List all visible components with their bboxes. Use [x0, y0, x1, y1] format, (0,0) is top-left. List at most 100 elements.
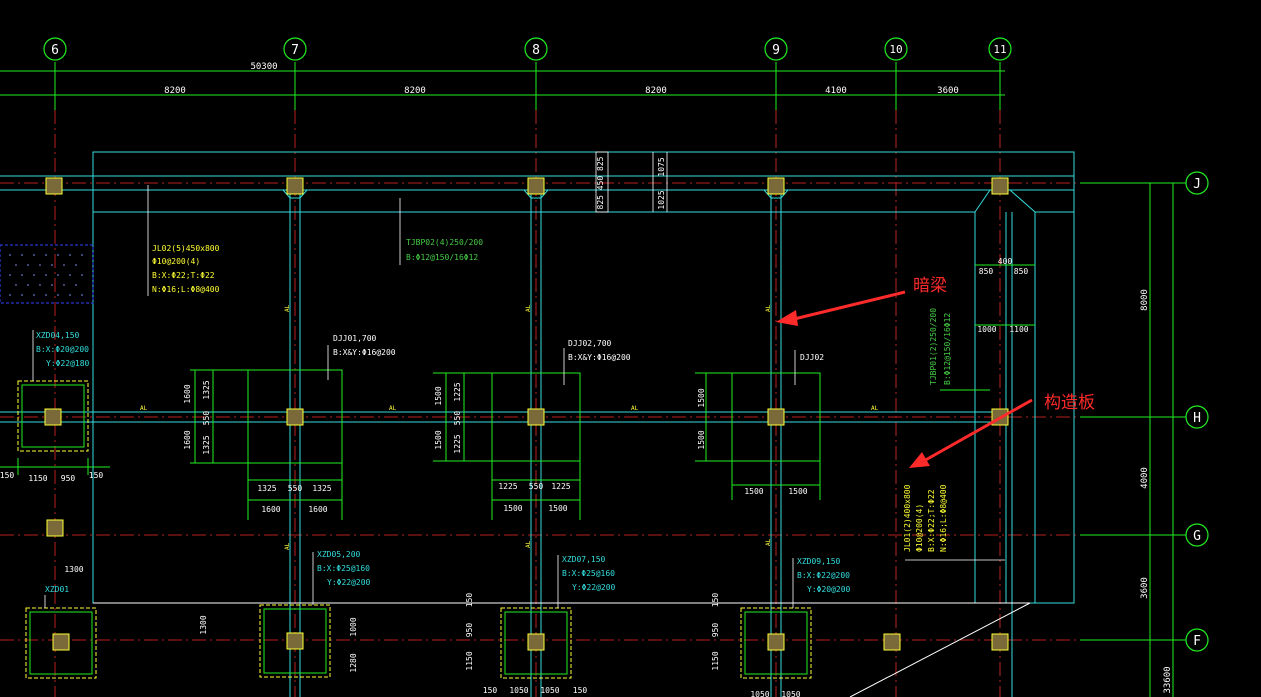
right-overall-dim: 33600 — [1163, 666, 1173, 693]
footing-label-dj02[interactable]: DJJ02,700 B:X&Y:Φ16@200 — [568, 339, 631, 362]
svg-text:1500: 1500 — [697, 430, 706, 449]
svg-text:1000: 1000 — [349, 617, 358, 636]
axis-label-8: 8 — [532, 43, 540, 58]
footings — [247, 369, 821, 464]
right-detail-texts: 400 850 850 1000 1100 — [977, 257, 1028, 334]
slab-label-tjbp02[interactable]: TJBP02(4)250/200 B:Φ12@150/16Φ12 — [406, 238, 483, 262]
svg-text:DJJ02: DJJ02 — [800, 353, 824, 362]
svg-text:AL: AL — [389, 405, 397, 412]
axis-bubble-11[interactable] — [988, 37, 1012, 61]
svg-text:AL: AL — [284, 304, 291, 312]
column-8-J[interactable] — [527, 177, 545, 195]
annotation-structural-slab: 构造板 — [1044, 393, 1095, 413]
column-11-J[interactable] — [991, 177, 1009, 195]
column-8-F[interactable] — [527, 633, 545, 651]
column-9-J[interactable] — [767, 177, 785, 195]
svg-text:AL: AL — [631, 405, 639, 412]
top-dimension-texts: 50300 8200 8200 8200 4100 3600 — [164, 62, 959, 96]
column-9-F[interactable] — [767, 633, 785, 651]
svg-text:1300: 1300 — [64, 565, 83, 574]
beam-label-jl01[interactable]: JL01(2)400x800 Φ10@200(4) B:X:Φ22;T:Φ22 … — [903, 484, 948, 552]
column-7-F[interactable] — [286, 632, 304, 650]
column-6-F[interactable] — [52, 633, 70, 651]
svg-text:B:X:Φ22@200: B:X:Φ22@200 — [797, 571, 850, 580]
svg-text:1280: 1280 — [349, 653, 358, 672]
svg-text:Φ10@200(4): Φ10@200(4) — [915, 504, 924, 552]
footing-djj02b[interactable] — [731, 372, 821, 462]
axis-bubble-9[interactable] — [764, 37, 788, 61]
column-6-H[interactable] — [44, 408, 62, 426]
svg-text:1050: 1050 — [540, 686, 559, 695]
footing-label-dj03[interactable]: DJJ02 — [800, 353, 824, 362]
svg-text:400: 400 — [998, 257, 1013, 266]
pilecap-label-xzd04[interactable]: XZD04,150 B:X:Φ20@200 Y:Φ22@180 — [36, 331, 90, 368]
axis-label-9: 9 — [772, 43, 780, 58]
svg-text:B:X:Φ25@160: B:X:Φ25@160 — [562, 569, 615, 578]
svg-text:B:Φ12@150/16Φ12: B:Φ12@150/16Φ12 — [943, 313, 952, 385]
right-dim-3: 3600 — [1140, 577, 1150, 599]
span-dim-5: 3600 — [937, 86, 959, 96]
svg-text:Y:Φ22@200: Y:Φ22@200 — [572, 583, 616, 592]
footing-dim-texts: 1600 1325 550 1600 1325 1325 550 1325 16… — [0, 380, 808, 697]
pilecap-label-xzd05[interactable]: XZD05,200 B:X:Φ25@160 Y:Φ22@200 — [317, 550, 371, 587]
building-outline — [0, 151, 1075, 697]
svg-text:150: 150 — [89, 471, 104, 480]
pilecap-label-xzd09[interactable]: XZD09,150 B:X:Φ22@200 Y:Φ20@200 — [797, 557, 851, 594]
axis-bubble-10[interactable] — [884, 37, 908, 61]
svg-text:1325: 1325 — [312, 484, 331, 493]
svg-text:550: 550 — [453, 411, 462, 426]
svg-text:Y:Φ20@200: Y:Φ20@200 — [807, 585, 851, 594]
span-dim-4: 4100 — [825, 86, 847, 96]
svg-text:B:X&Y:Φ16@200: B:X&Y:Φ16@200 — [568, 353, 631, 362]
pile-caps-inner — [21, 384, 808, 675]
hatched-area — [0, 244, 94, 304]
pile-caps — [17, 380, 812, 679]
svg-text:1600: 1600 — [261, 505, 280, 514]
svg-text:B:X:Φ25@160: B:X:Φ25@160 — [317, 564, 370, 573]
svg-text:850: 850 — [979, 267, 994, 276]
svg-text:TJBP02(4)250/200: TJBP02(4)250/200 — [406, 238, 483, 247]
svg-text:AL: AL — [765, 304, 772, 312]
column-8-H[interactable] — [527, 408, 545, 426]
footing-djj02[interactable] — [491, 372, 581, 462]
axis-label-11: 11 — [993, 43, 1006, 56]
leader-lines — [32, 185, 1005, 608]
axis-bubble-7[interactable] — [283, 37, 307, 61]
svg-text:XZD01: XZD01 — [45, 585, 69, 594]
column-6-G[interactable] — [46, 519, 64, 537]
pilecap-label-xzd07[interactable]: XZD07,150 B:X:Φ25@160 Y:Φ22@200 — [562, 555, 616, 592]
footing-djj01[interactable] — [247, 369, 343, 464]
column-10-F[interactable] — [883, 633, 901, 651]
column-11-F[interactable] — [991, 633, 1009, 651]
beam-label-jl02[interactable]: JL02(5)450x800 Φ10@200(4) B:X:Φ22;T:Φ22 … — [152, 244, 220, 294]
axis-bubble-8[interactable] — [524, 37, 548, 61]
svg-text:1300: 1300 — [199, 615, 208, 634]
svg-text:1600: 1600 — [308, 505, 327, 514]
column-7-J[interactable] — [286, 177, 304, 195]
footing-label-dj01[interactable]: DJJ01,700 B:X&Y:Φ16@200 — [333, 334, 396, 357]
slab-label-tjbp01[interactable]: TJBP01(2)250/200 B:Φ12@150/16Φ12 — [929, 308, 952, 385]
column-9-H[interactable] — [767, 408, 785, 426]
svg-text:XZD05,200: XZD05,200 — [317, 550, 361, 559]
svg-text:DJJ02,700: DJJ02,700 — [568, 339, 612, 348]
svg-text:1225: 1225 — [551, 482, 570, 491]
svg-text:Y:Φ22@180: Y:Φ22@180 — [46, 359, 90, 368]
svg-text:1500: 1500 — [697, 388, 706, 407]
svg-text:AL: AL — [765, 538, 772, 546]
svg-text:AL: AL — [284, 542, 291, 550]
svg-text:1500: 1500 — [548, 504, 567, 513]
axis-label-G: G — [1193, 529, 1201, 544]
pilecap-label-xzd01[interactable]: XZD01 — [45, 585, 69, 594]
svg-text:B:Φ12@150/16Φ12: B:Φ12@150/16Φ12 — [406, 253, 478, 262]
column-7-H[interactable] — [286, 408, 304, 426]
column-6-J[interactable] — [45, 177, 63, 195]
svg-text:1225: 1225 — [453, 434, 462, 453]
axis-bubble-6[interactable] — [43, 37, 67, 61]
svg-text:1150: 1150 — [711, 651, 720, 670]
span-dim-1: 8200 — [164, 86, 186, 96]
svg-text:950: 950 — [61, 474, 76, 483]
span-dim-3: 8200 — [645, 86, 667, 96]
svg-text:B:X:Φ22;T:Φ22: B:X:Φ22;T:Φ22 — [927, 489, 936, 552]
